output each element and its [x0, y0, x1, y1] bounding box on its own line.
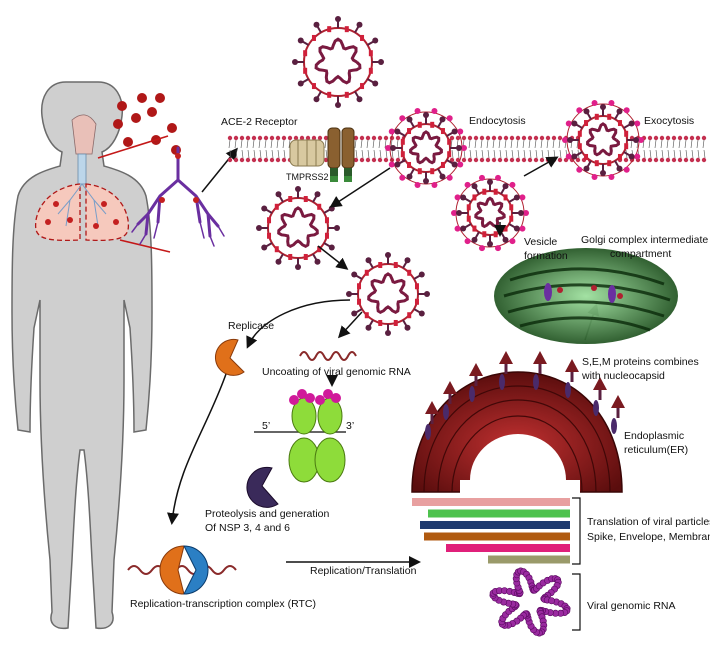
virion-vesicle	[451, 174, 529, 252]
ace2-receptor	[327, 127, 355, 182]
lung-bronchi-small	[57, 183, 107, 227]
replicase-label: Replicase	[228, 320, 275, 332]
left-lung	[34, 183, 81, 242]
arrow-lung-to-cell	[201, 147, 238, 193]
virion-endocytosis	[385, 107, 467, 189]
exocytosis-label: Exocytosis	[644, 115, 695, 127]
cycle-arrows	[166, 156, 599, 568]
lung-virions	[45, 201, 119, 229]
throat	[71, 114, 97, 155]
vesicle-formation-label-2: formation	[524, 250, 568, 262]
translation-label-2: Spike, Envelope, Membrane	[587, 531, 710, 543]
uncoating-label: Uncoating of viral genomic RNA	[262, 366, 411, 378]
proteolysis-label-1: Proteolysis and generation	[205, 508, 330, 520]
trachea	[77, 153, 87, 185]
golgi-complex	[494, 248, 678, 344]
replicase-shape	[215, 338, 245, 376]
five-prime-label: 5’	[262, 420, 271, 432]
proteolysis-label-2: Of NSP 3, 4 and 6	[205, 522, 291, 534]
sem-proteins-label-2: with nucleocapsid	[582, 370, 665, 382]
rna-bracket	[572, 573, 581, 631]
zoom-lines	[97, 135, 171, 253]
tmprss2-protease	[289, 139, 325, 167]
virion-group	[256, 16, 644, 336]
translation-bars	[412, 498, 570, 564]
virion-uncoating	[346, 252, 430, 336]
tmprss2-label: TMPRSS2	[286, 172, 329, 182]
nsp-shape	[246, 466, 279, 508]
virion-endosome	[256, 186, 340, 270]
er-label-2: reticulum(ER)	[624, 444, 689, 456]
bars-bracket	[572, 497, 581, 565]
virion-exocytosis	[562, 99, 644, 181]
three-prime-label: 3’	[346, 420, 355, 432]
golgi-label-2: compartment	[610, 248, 672, 260]
viral-rna-wave	[299, 351, 357, 361]
viral-genomic-rna-label: Viral genomic RNA	[587, 600, 676, 612]
ribosome-complex	[254, 389, 346, 483]
sem-proteins-label-1: S,E,M proteins combines	[582, 356, 699, 368]
replication-translation-label: Replication/Translation	[310, 565, 417, 577]
er-spikes	[425, 351, 625, 440]
bronchial-tree	[131, 146, 225, 247]
airborne-virions	[113, 93, 181, 155]
bronchi-virions	[159, 153, 199, 203]
viral-genomic-rna-chain	[489, 567, 571, 637]
golgi-label-1: Golgi complex intermediate	[581, 234, 709, 246]
virion-entering	[292, 16, 384, 108]
er-label-1: Endoplasmic	[624, 430, 685, 442]
rtc-complex	[127, 545, 237, 595]
vesicle-formation-label-1: Vesicle	[524, 236, 558, 248]
ace2-receptor-label: ACE-2 Receptor	[221, 116, 298, 128]
endocytosis-label: Endocytosis	[469, 115, 526, 127]
human-body	[11, 81, 153, 630]
rtc-label: Replication-transcription complex (RTC)	[130, 598, 316, 610]
translation-label-1: Translation of viral particles	[587, 516, 710, 528]
